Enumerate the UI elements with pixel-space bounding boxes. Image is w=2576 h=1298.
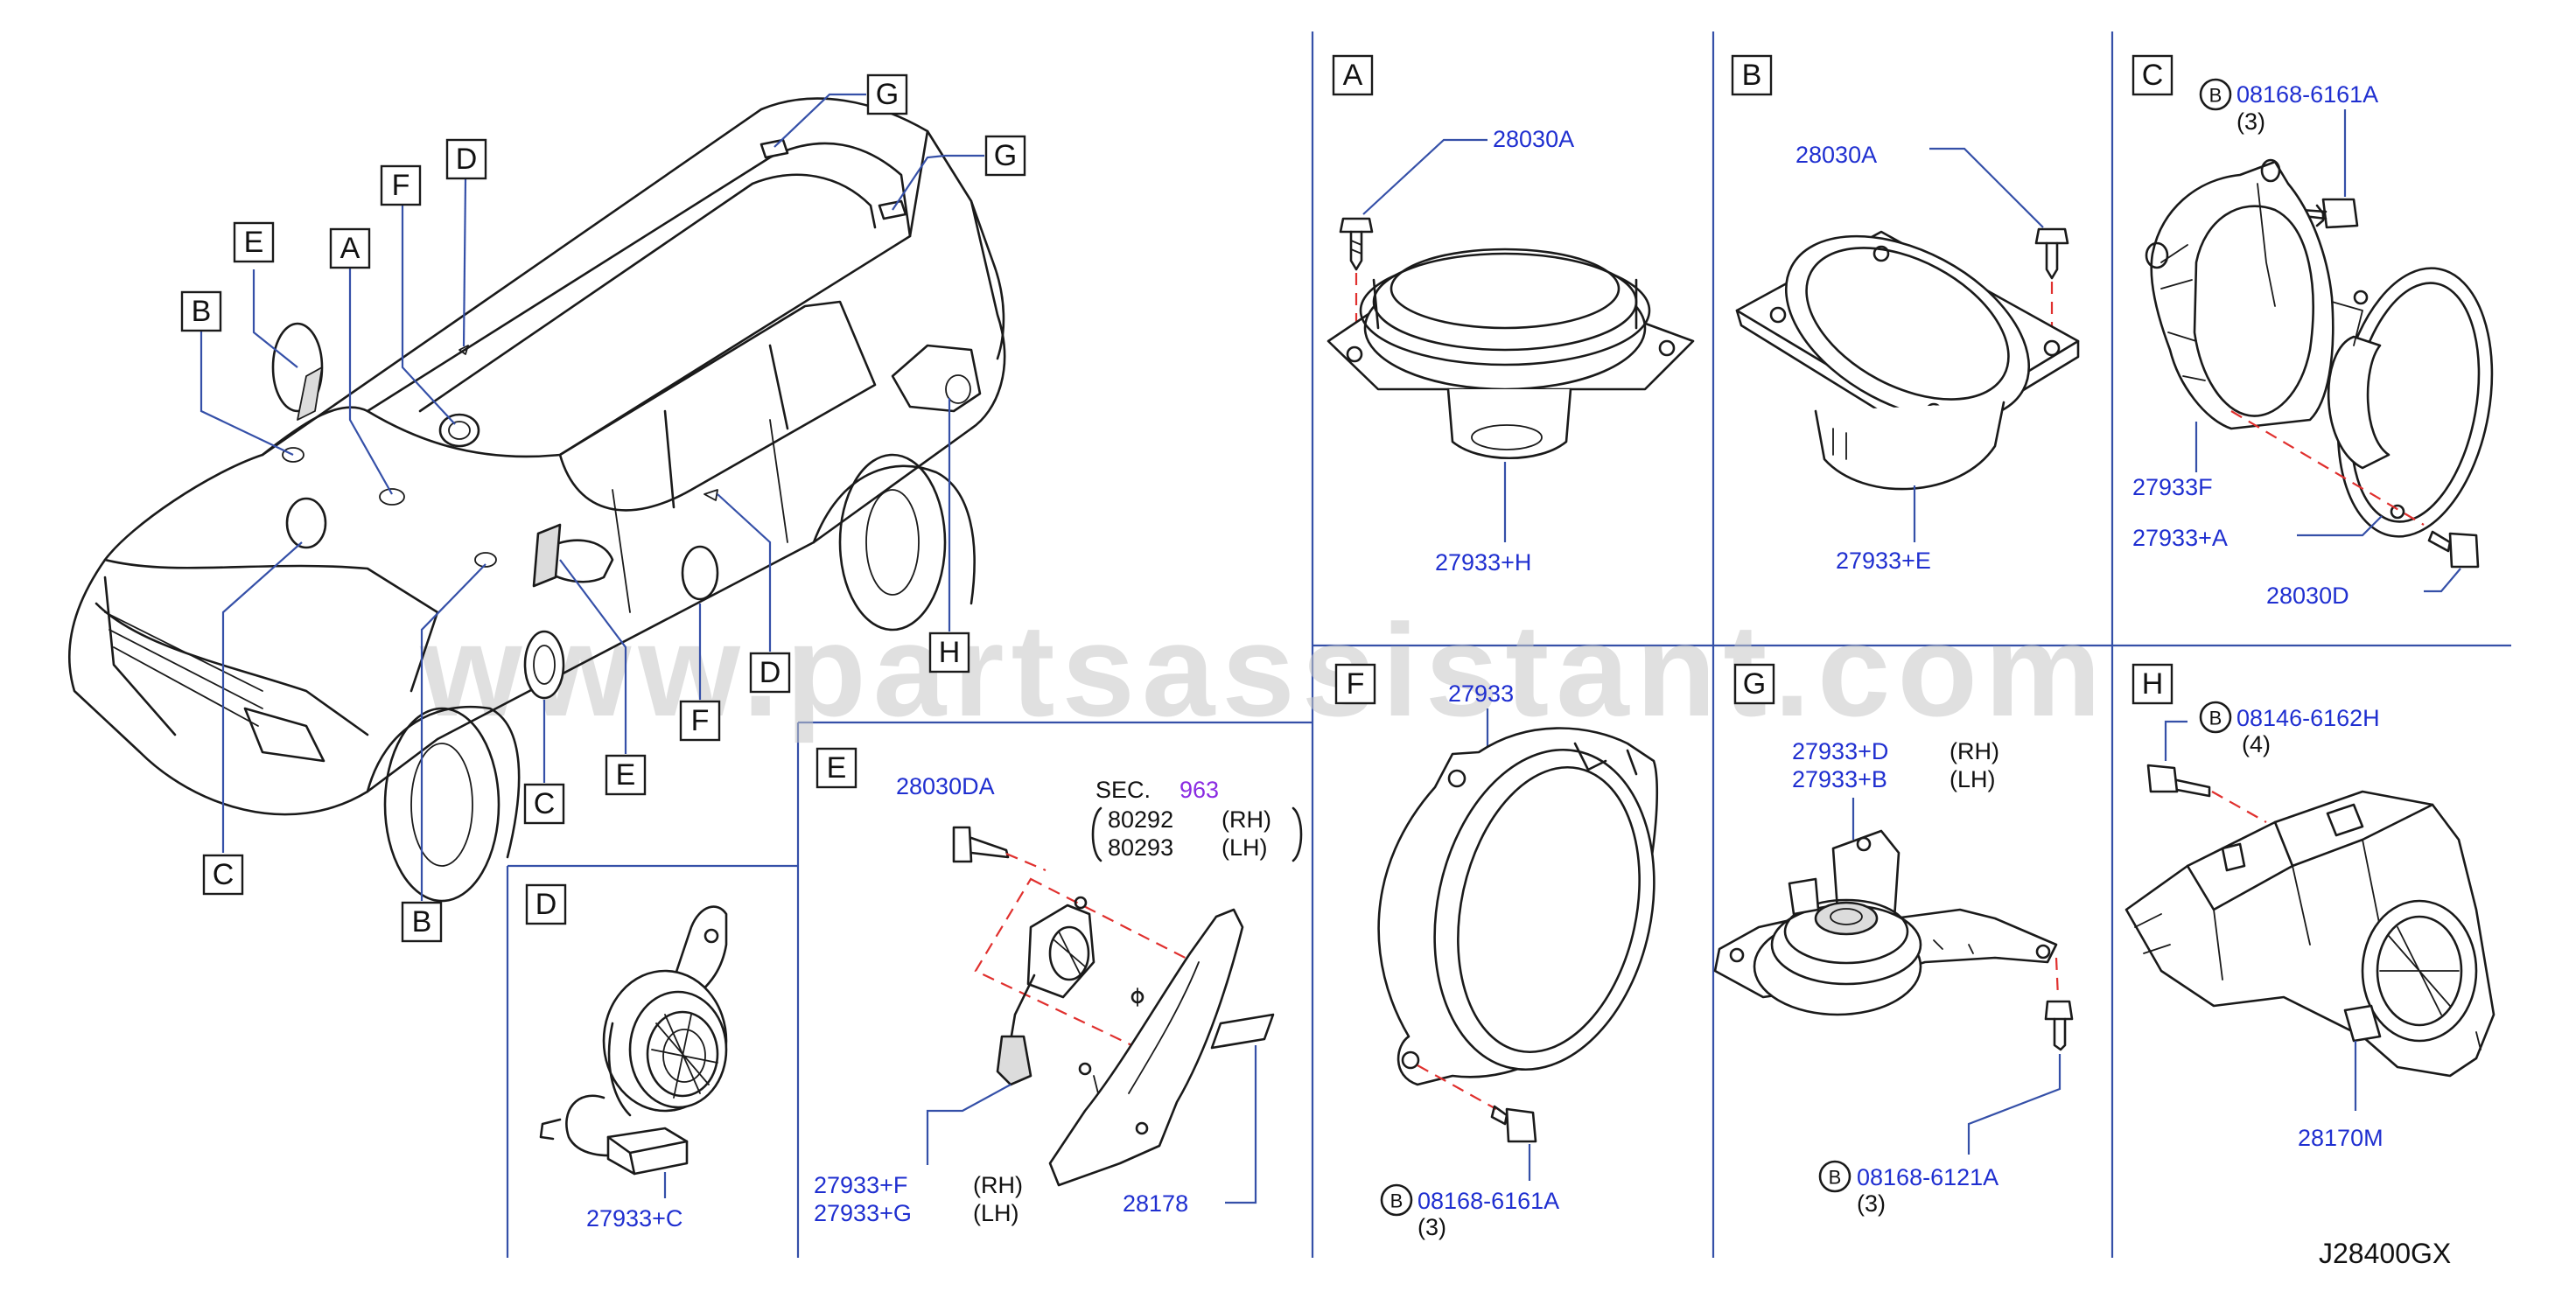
panel-e-part2-label: 27933+G (814, 1200, 912, 1226)
callout-g-roof-rear: G (994, 139, 1017, 172)
panel-c-bolt-symbol: B (2209, 85, 2222, 107)
panel-g-bolt-symbol: B (1829, 1167, 1842, 1189)
panel-e-ref2-side: (LH) (1222, 834, 1268, 861)
panel-e-sec-label: SEC. (1096, 777, 1151, 803)
panel-g-part1-side: (RH) (1950, 738, 1999, 764)
panel-d-speaker-label: 27933+C (586, 1205, 682, 1232)
panel-b: B 28030A 27933+E (1731, 54, 2080, 574)
panel-h-bolt-symbol: B (2209, 708, 2222, 729)
panel-a: A 28030A 27933+H (1326, 54, 1695, 576)
panel-f-bolt-qty: (3) (1418, 1214, 1446, 1240)
panel-g-bolt-qty: (3) (1857, 1190, 1886, 1217)
panel-e: E 28030DA SEC. 963 80292 (RH) 80293 (LH) (814, 747, 1303, 1226)
panel-e-badge-label: 28178 (1123, 1190, 1188, 1217)
panel-c-bolt-label: 08168-6161A (2236, 81, 2378, 108)
callout-g-roof-front: G (876, 78, 899, 111)
panel-f: F 27933 B 08168-6161A (3) (1334, 663, 1659, 1240)
panel-h-letter: H (2142, 667, 2164, 701)
panel-h: H B 08146-6162H (4) 28170M (2124, 663, 2496, 1151)
panel-f-bolt-label: 08168-6161A (1418, 1188, 1559, 1214)
panel-e-sec-number: 963 (1180, 777, 1219, 803)
panel-b-letter: B (1742, 59, 1762, 92)
panel-e-ref2: 80293 (1108, 834, 1173, 861)
panel-f-bolt-symbol: B (1390, 1190, 1404, 1212)
panel-a-letter: A (1343, 59, 1363, 92)
panel-d: D 27933+C (525, 883, 728, 1232)
panel-b-screw-label: 28030A (1796, 142, 1877, 168)
panel-f-letter: F (1347, 667, 1365, 701)
panel-a-speaker-label: 27933+H (1435, 549, 1531, 576)
panel-g-part2-side: (LH) (1950, 766, 1996, 792)
panel-e-part1-side: (RH) (973, 1172, 1023, 1198)
panel-h-amp-label: 28170M (2298, 1125, 2384, 1151)
panel-e-part1-label: 27933+F (814, 1172, 907, 1198)
callout-b-bottom: B (412, 905, 432, 939)
callout-f-top: F (392, 169, 410, 202)
callout-f-bottom: F (691, 704, 710, 737)
vehicle-callouts: G G D F A E B H D F E C C B (180, 73, 1026, 943)
panel-e-letter: E (827, 751, 847, 785)
panel-e-ref1: 80292 (1108, 806, 1173, 833)
panel-g-part2-label: 27933+B (1792, 766, 1887, 792)
panel-dividers (506, 31, 2511, 1258)
panel-g-bolt-label: 08168-6121A (1857, 1164, 1998, 1190)
callout-e-bottom: E (616, 758, 636, 792)
diagram-code: J28400GX (2319, 1238, 2451, 1269)
callout-c-door: C (534, 787, 556, 820)
panel-d-letter: D (536, 888, 557, 921)
panel-h-bolt-qty: (4) (2242, 731, 2271, 757)
panel-a-screw-label: 28030A (1493, 126, 1574, 152)
panel-e-ref1-side: (RH) (1222, 806, 1271, 833)
panel-c: C B 08168-6161A (3) 27933F 27933+A 2 (2132, 54, 2494, 609)
callout-e-top: E (244, 226, 264, 259)
callout-h: H (939, 636, 961, 669)
panel-b-speaker-label: 27933+E (1836, 548, 1931, 574)
callout-c-front: C (213, 858, 234, 891)
watermark: www.partsassistant.com (419, 597, 2108, 743)
panel-g-part1-label: 27933+D (1792, 738, 1888, 764)
panel-g-letter: G (1743, 667, 1766, 701)
panel-e-part2-side: (LH) (973, 1200, 1019, 1226)
panel-c-speaker-label: 27933+A (2132, 525, 2228, 551)
panel-h-bolt-label: 08146-6162H (2236, 705, 2380, 731)
callout-d-bottom: D (760, 656, 781, 689)
panel-g: G 27933+D (RH) 27933+B (LH) B 08168-6121… (1713, 663, 2074, 1217)
callout-b-top: B (192, 295, 212, 328)
panel-c-bolt-qty: (3) (2236, 108, 2265, 135)
vehicle-overview (67, 93, 1006, 903)
callout-d-top: D (456, 143, 478, 176)
panel-c-bracket-label: 27933F (2132, 474, 2213, 500)
panel-c-screw-label: 28030D (2266, 583, 2349, 609)
panel-c-letter: C (2142, 59, 2164, 92)
panel-f-speaker-label: 27933 (1448, 680, 1514, 707)
callout-a: A (340, 232, 360, 265)
panel-e-screw-label: 28030DA (896, 773, 995, 799)
